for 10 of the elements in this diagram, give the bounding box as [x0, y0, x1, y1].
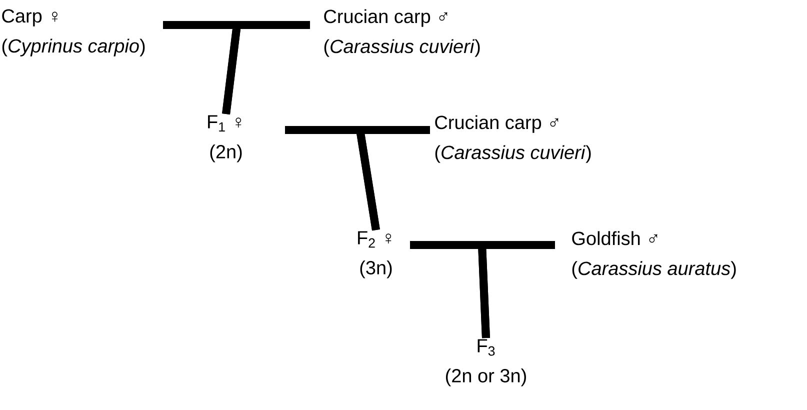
cross-line — [355, 126, 430, 231]
offspring-label: F$_{2}$ ♀ (3n) — [358, 231, 392, 278]
parent-label: Crucian carp ♂ (Carassius cuvieri) — [435, 115, 591, 163]
offspring-label: F$_{1}$ ♀ (2n) — [208, 115, 242, 162]
parent-label: Crucian carp ♂ (Carassius cuvieri) — [324, 9, 480, 57]
offspring-label: F$_{3}$ (2n or 3n) — [446, 339, 526, 386]
parent-label: Goldfish ♂ (Carassius auratus) — [572, 231, 736, 279]
cross-line — [222, 21, 310, 114]
parent-label: Carp ♀ (Cyprinus carpio) — [2, 9, 145, 56]
cross-line — [478, 241, 555, 338]
